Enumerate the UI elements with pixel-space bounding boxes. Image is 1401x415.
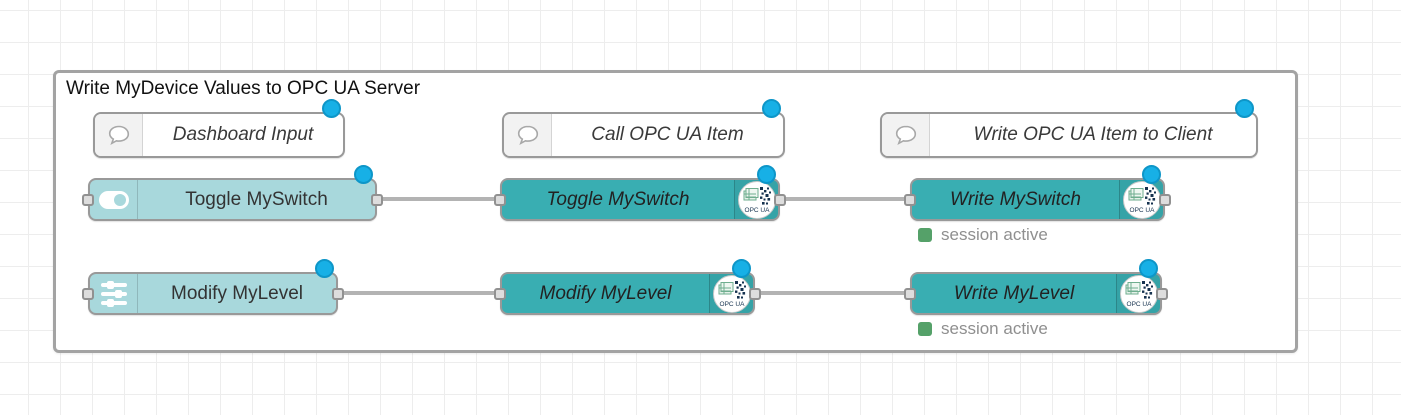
comment-node-write-opcua-item[interactable]: Write OPC UA Item to Client	[880, 99, 1258, 158]
node-toggle-myswitch-input[interactable]: Toggle MySwitch	[82, 165, 383, 221]
node-label: Write MyLevel	[953, 282, 1075, 304]
wire-modify-to-call[interactable]	[335, 291, 503, 295]
comment-icon-region	[882, 114, 930, 156]
changed-indicator	[732, 259, 751, 278]
comment-label: Call OPC UA Item	[591, 124, 744, 145]
opcua-badge-text: OPC UA	[744, 207, 770, 214]
output-port[interactable]	[774, 194, 786, 206]
changed-indicator	[315, 259, 334, 278]
node-label: Toggle MySwitch	[185, 188, 328, 210]
changed-indicator	[1139, 259, 1158, 278]
node-status-write-myswitch: session active	[918, 225, 1048, 245]
node-modify-mylevel-input[interactable]: Modify MyLevel	[82, 259, 344, 315]
opcua-logo-icon: OPC UA	[737, 180, 776, 219]
speech-bubble-icon	[516, 123, 540, 147]
opcua-logo-icon: OPC UA	[1119, 274, 1158, 313]
input-port[interactable]	[904, 288, 916, 300]
comment-node-dashboard-input[interactable]: Dashboard Input	[93, 99, 345, 158]
opcua-badge-text: OPC UA	[1126, 301, 1152, 308]
output-port[interactable]	[332, 288, 344, 300]
opcua-logo-icon: OPC UA	[712, 274, 751, 313]
opcua-logo-icon: OPC UA	[1122, 180, 1161, 219]
output-port[interactable]	[1159, 194, 1171, 206]
comment-label: Write OPC UA Item to Client	[973, 124, 1213, 145]
status-green-icon	[918, 228, 932, 242]
opcua-badge-region: OPC UA	[709, 274, 753, 313]
status-text: session active	[941, 225, 1048, 244]
changed-indicator	[762, 99, 781, 118]
node-label: Toggle MySwitch	[546, 188, 690, 210]
node-write-mylevel[interactable]: Write MyLevel OPC UA	[904, 259, 1168, 315]
opcua-badge-region: OPC UA	[1119, 180, 1163, 219]
wire-call-to-write-switch[interactable]	[777, 197, 913, 201]
wire-call-to-write-level[interactable]	[752, 291, 913, 295]
changed-indicator	[322, 99, 341, 118]
comment-icon-region	[95, 114, 143, 156]
node-write-myswitch[interactable]: Write MySwitch OPC UA	[904, 165, 1171, 221]
opcua-badge-text: OPC UA	[1129, 207, 1155, 214]
output-port[interactable]	[371, 194, 383, 206]
speech-bubble-icon	[107, 123, 131, 147]
node-toggle-myswitch-opcua[interactable]: Toggle MySwitch OPC UA	[494, 165, 786, 221]
node-modify-mylevel-opcua[interactable]: Modify MyLevel OPC UA	[494, 259, 761, 315]
changed-indicator	[757, 165, 776, 184]
wire-toggle-to-call[interactable]	[374, 197, 504, 201]
changed-indicator	[1235, 99, 1254, 118]
input-port[interactable]	[494, 288, 506, 300]
opcua-badge-text: OPC UA	[719, 301, 745, 308]
output-port[interactable]	[749, 288, 761, 300]
speech-bubble-icon	[894, 123, 918, 147]
input-port[interactable]	[494, 194, 506, 206]
status-text: session active	[941, 319, 1048, 338]
node-icon-region	[90, 180, 138, 219]
input-port[interactable]	[82, 194, 94, 206]
output-port[interactable]	[1156, 288, 1168, 300]
toggle-switch-icon	[98, 190, 130, 210]
node-label: Modify MyLevel	[539, 282, 672, 304]
comment-label: Dashboard Input	[172, 124, 314, 145]
input-port[interactable]	[904, 194, 916, 206]
changed-indicator	[1142, 165, 1161, 184]
node-label: Modify MyLevel	[171, 282, 303, 304]
status-green-icon	[918, 322, 932, 336]
node-icon-region	[90, 274, 138, 313]
opcua-badge-region: OPC UA	[1116, 274, 1160, 313]
opcua-badge-region: OPC UA	[734, 180, 778, 219]
node-status-write-mylevel: session active	[918, 319, 1048, 339]
sliders-icon	[100, 280, 128, 308]
group-title: Write MyDevice Values to OPC UA Server	[66, 78, 421, 99]
node-label: Write MySwitch	[950, 188, 1081, 210]
comment-node-call-opcua-item[interactable]: Call OPC UA Item	[502, 99, 785, 158]
changed-indicator	[354, 165, 373, 184]
input-port[interactable]	[82, 288, 94, 300]
comment-icon-region	[504, 114, 552, 156]
